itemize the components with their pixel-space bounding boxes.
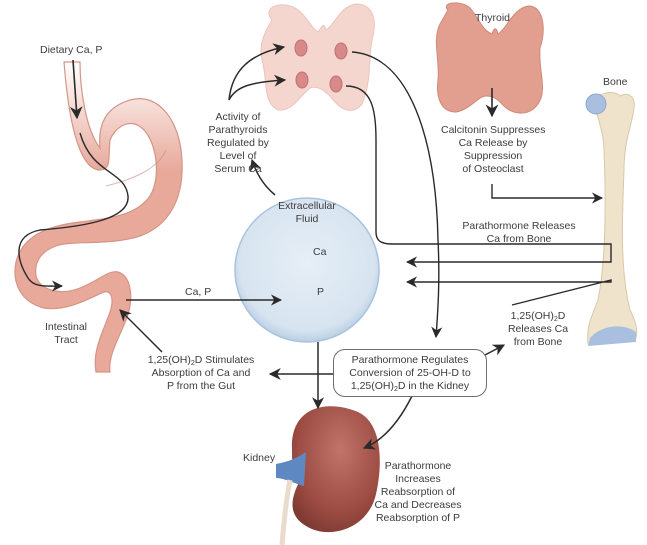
thyroid-gland	[435, 2, 544, 114]
vitd-gut-arrow	[119, 309, 163, 353]
parathyroid-gland-lr	[329, 75, 343, 93]
ecf-circle	[234, 197, 380, 343]
ecf-to-parathyroid-arrow	[249, 158, 276, 196]
absorbed-ca-p-label: Ca, P	[185, 286, 212, 298]
dietary-arrow	[69, 59, 83, 120]
pth-kidney-conversion-box: Parathormone Regulates Conversion of 25-…	[333, 349, 487, 397]
femur-condyle	[588, 326, 636, 346]
parathyroid-glands	[260, 3, 375, 111]
box-to-kidney-arrow	[362, 395, 413, 450]
parathyroid-gland-ul	[294, 39, 308, 57]
vitd-bone-label: 1,25(OH)2D Releases Ca from Bone	[507, 310, 569, 348]
ecf-p-label: P	[317, 286, 325, 298]
calcitonin-to-bone-arrow	[491, 184, 604, 204]
dietary-label: Dietary Ca, P	[40, 44, 103, 56]
ecf-ca-label: Ca	[313, 246, 327, 258]
femur-head	[585, 93, 607, 115]
thyroid-label: Thyroid	[475, 12, 511, 24]
vitd-gut-label: 1,25(OH)2D Stimulates Absorption of Ca a…	[147, 354, 255, 392]
activity-to-upper-gland-arrow	[228, 43, 286, 101]
vitd-bone-release-line	[405, 276, 612, 306]
kidney-label: Kidney	[243, 452, 276, 464]
pth-bone-label: Parathormone Releases Ca from Bone	[462, 220, 576, 245]
parathyroid-to-bone-line	[345, 85, 612, 268]
parathyroid-gland-ur	[334, 42, 348, 60]
parathyroid-gland-ll	[295, 71, 309, 89]
digestion-path	[18, 132, 129, 292]
pth-reabsorption-label: Parathormone Increases Reabsorption of C…	[374, 460, 462, 524]
ecf-title: Extracellular Fluid	[278, 200, 336, 225]
parathyroid-activity-label: Activity of Parathyroids Regulated by Le…	[207, 111, 269, 175]
activity-to-lower-gland-arrow	[228, 74, 287, 101]
bone-label: Bone	[603, 76, 628, 88]
calcitonin-label: Calcitonin Suppresses Ca Release by Supp…	[441, 124, 546, 175]
femur-bone	[585, 92, 638, 346]
ureter	[279, 479, 293, 545]
kidney-organ	[276, 406, 380, 545]
intestinal-tract-label: Intestinal Tract	[44, 321, 88, 346]
digestive-tract	[14, 61, 183, 373]
box-to-bone-arrow	[484, 344, 506, 356]
renal-pelvis	[276, 452, 306, 486]
parathyroid-to-kidney-arrow	[351, 51, 443, 339]
